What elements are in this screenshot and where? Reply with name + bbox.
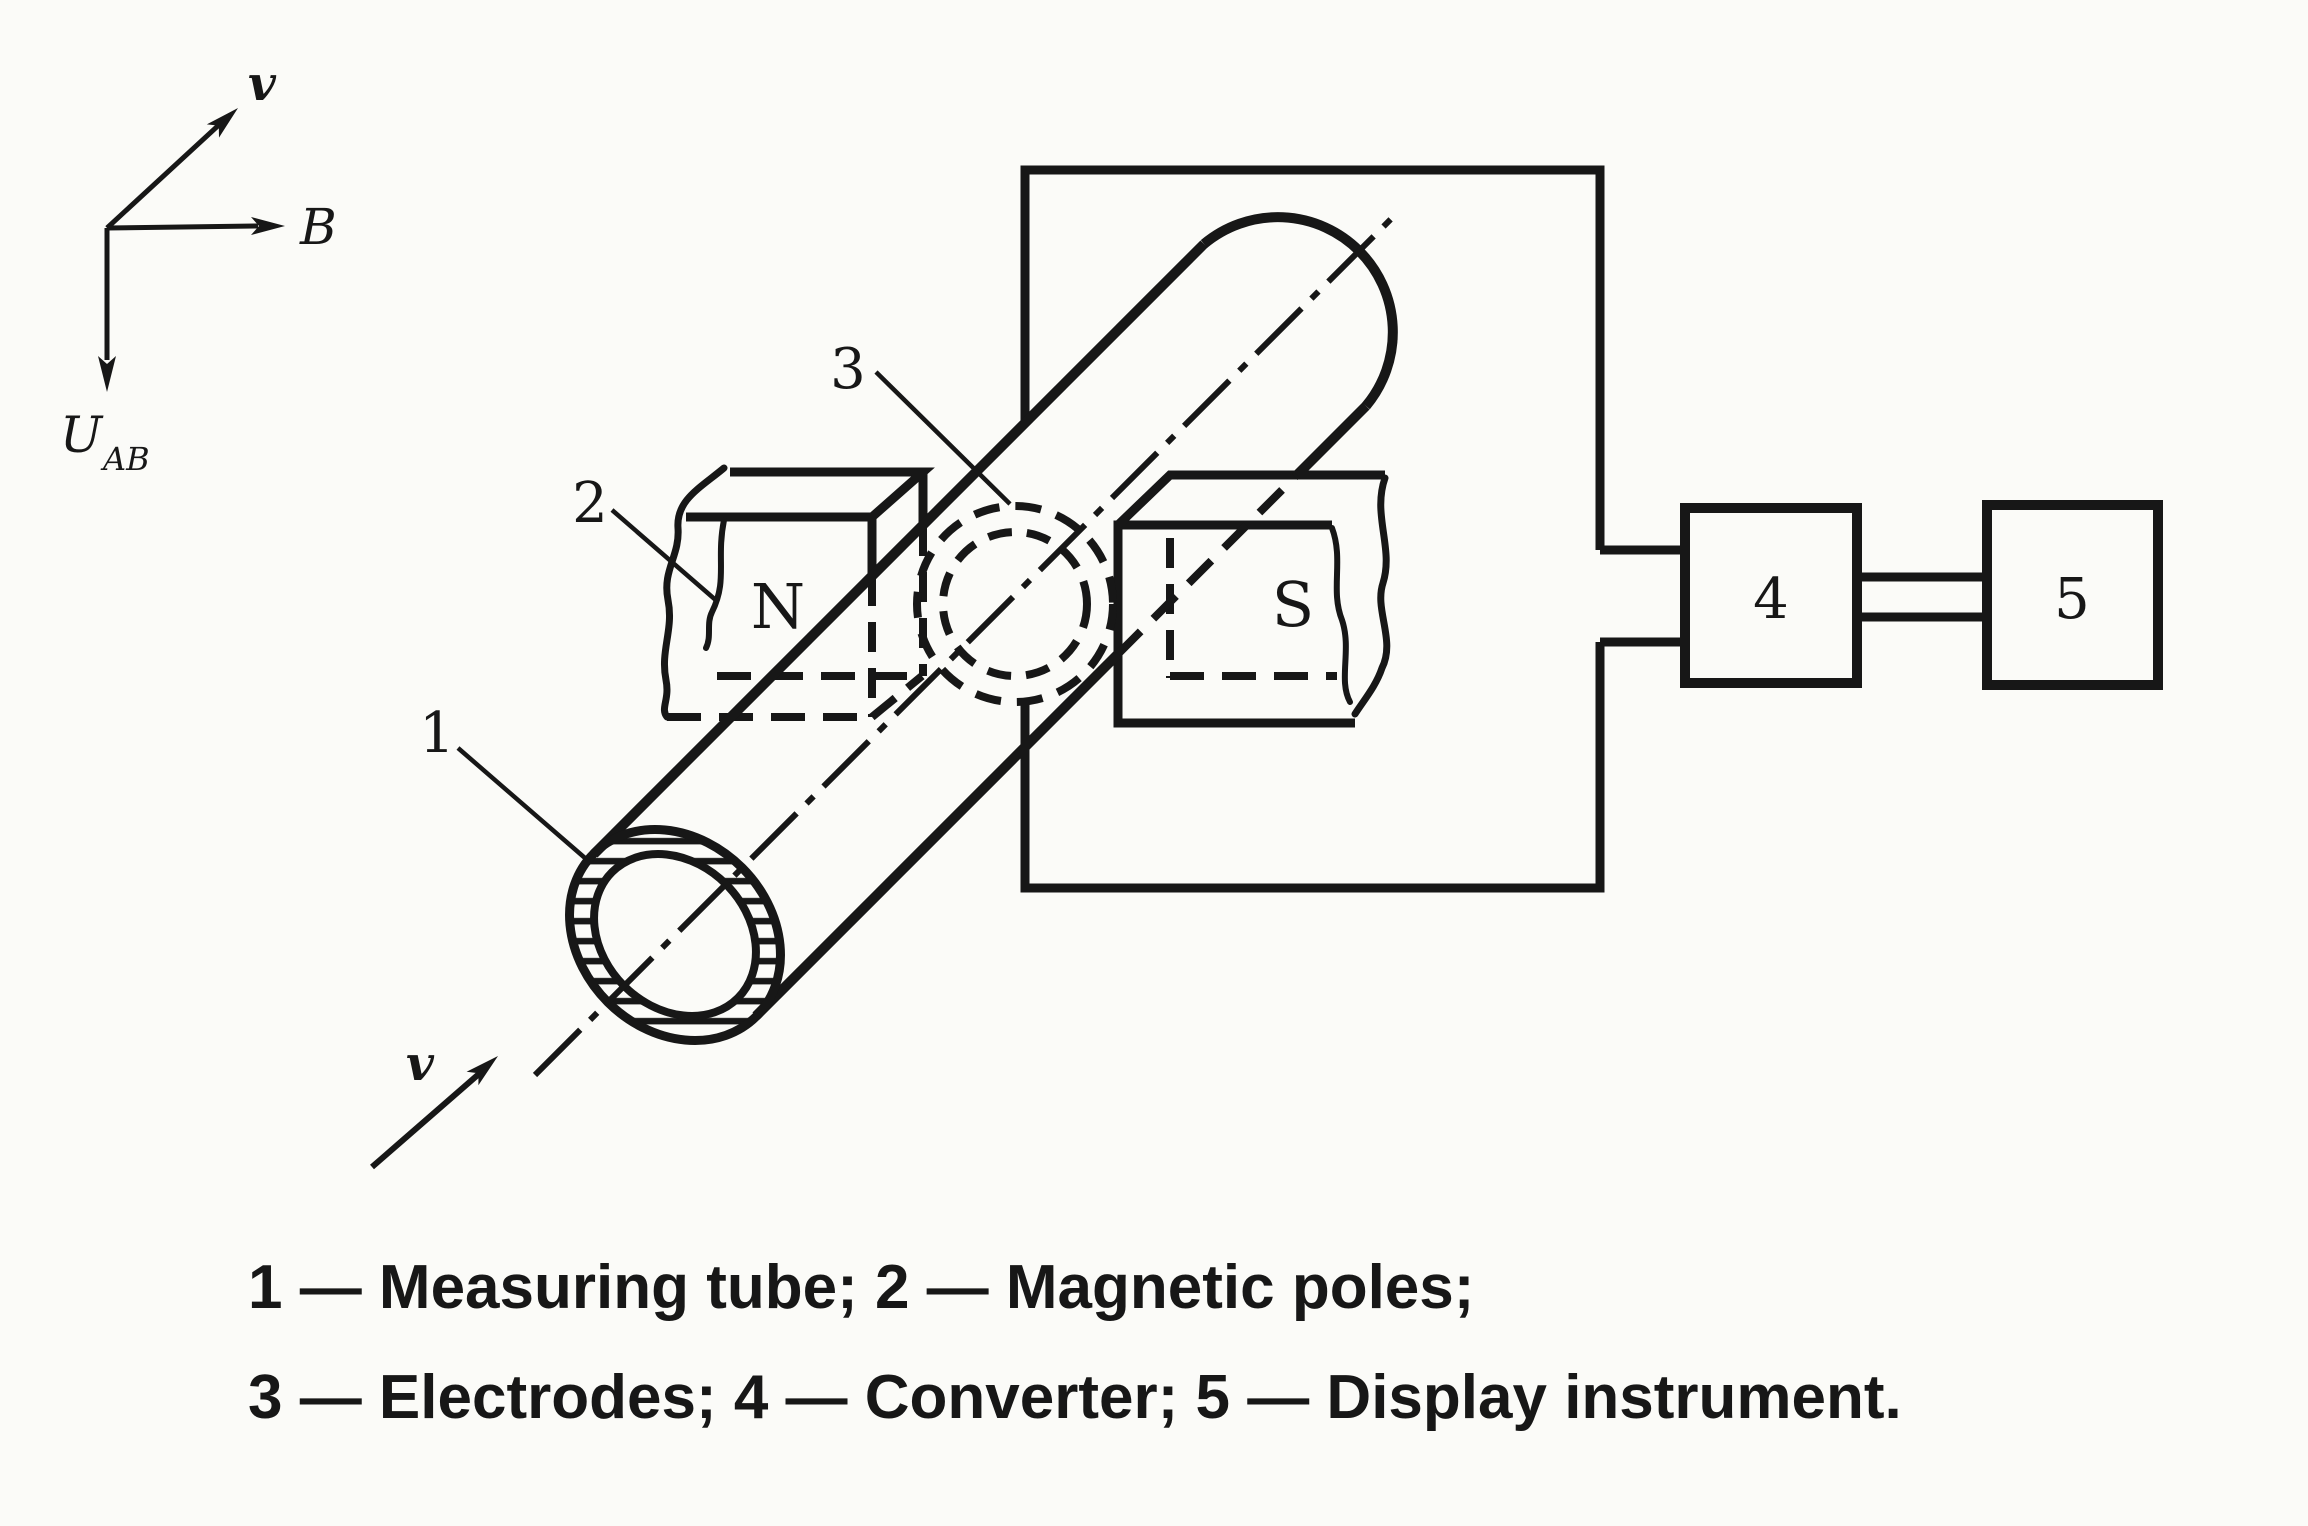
callout-electrodes: 3: [830, 337, 1012, 506]
north-pole-bottom-side-hidden: [869, 672, 925, 721]
electrode-outer-ring: [913, 502, 1117, 706]
field-arrowhead-icon: [251, 217, 285, 235]
voltage-arrowhead-icon: [98, 356, 116, 392]
flow-velocity-arrow: v: [370, 1036, 498, 1170]
tube-lower-edge-exit: [1293, 402, 1370, 479]
field-axis-arrow: [106, 217, 285, 235]
leader-line-3: [874, 370, 1012, 506]
callout-number-3: 3: [830, 337, 866, 402]
electrode-inner-ring: [939, 528, 1091, 680]
velocity-axis-arrow: [105, 108, 238, 230]
callout-poles: 2: [572, 471, 720, 604]
coordinate-axes: v B U AB: [60, 56, 337, 478]
electrode-rings: [913, 502, 1117, 888]
caption: 1 — Measuring tube; 2 — Magnetic poles; …: [248, 1253, 1902, 1432]
north-pole-top-face: [686, 467, 935, 522]
tube-upper-edge: [590, 240, 1208, 858]
field-axis-label: B: [299, 198, 337, 256]
velocity-axis-label: v: [248, 56, 277, 112]
flow-velocity-label: v: [406, 1036, 435, 1092]
flow-arrowhead-icon: [466, 1056, 498, 1086]
voltage-axis-arrow: [98, 228, 116, 392]
north-pole-torn-edge: [660, 464, 728, 721]
south-pole-label: S: [1272, 568, 1314, 641]
measuring-tube: [532, 212, 1398, 1078]
converter-box: 4: [1680, 503, 1862, 688]
south-pole-top-face: [1114, 470, 1385, 529]
north-pole-torn-edge-inner: [703, 517, 727, 651]
north-pole-block: N: [660, 464, 935, 721]
callout-number-2: 2: [572, 471, 608, 536]
callout-number-1: 1: [419, 701, 455, 766]
caption-line-2: 3 — Electrodes; 4 — Converter; 5 — Displ…: [248, 1363, 1902, 1432]
display-number: 5: [2054, 567, 2090, 632]
voltage-axis-subscript: AB: [100, 440, 150, 478]
callout-tube: 1: [419, 701, 587, 860]
display-outline: [1982, 500, 2163, 690]
south-pole-block: S: [1113, 470, 1391, 728]
caption-line-1: 1 — Measuring tube; 2 — Magnetic poles;: [248, 1253, 1474, 1322]
leader-line-1: [456, 746, 587, 860]
velocity-arrowhead-icon: [206, 108, 238, 138]
flow-arrow-shaft: [370, 1070, 482, 1170]
south-pole-front-face: [1113, 520, 1355, 728]
housing-to-converter-link: [1600, 545, 1685, 647]
north-pole-label: N: [751, 570, 805, 643]
south-pole-torn-edge-outer: [1351, 474, 1391, 718]
tube-lower-edge: [752, 650, 1122, 1020]
converter-display-link: [1857, 572, 1987, 622]
leader-line-2: [610, 508, 720, 604]
converter-number: 4: [1753, 567, 1789, 632]
display-box: 5: [1982, 500, 2163, 690]
south-pole-torn-edge-inner: [1329, 525, 1353, 705]
converter-outline: [1680, 503, 1862, 688]
tube-lower-edge-hidden: [1115, 472, 1300, 657]
voltage-axis-label: U: [60, 406, 104, 464]
